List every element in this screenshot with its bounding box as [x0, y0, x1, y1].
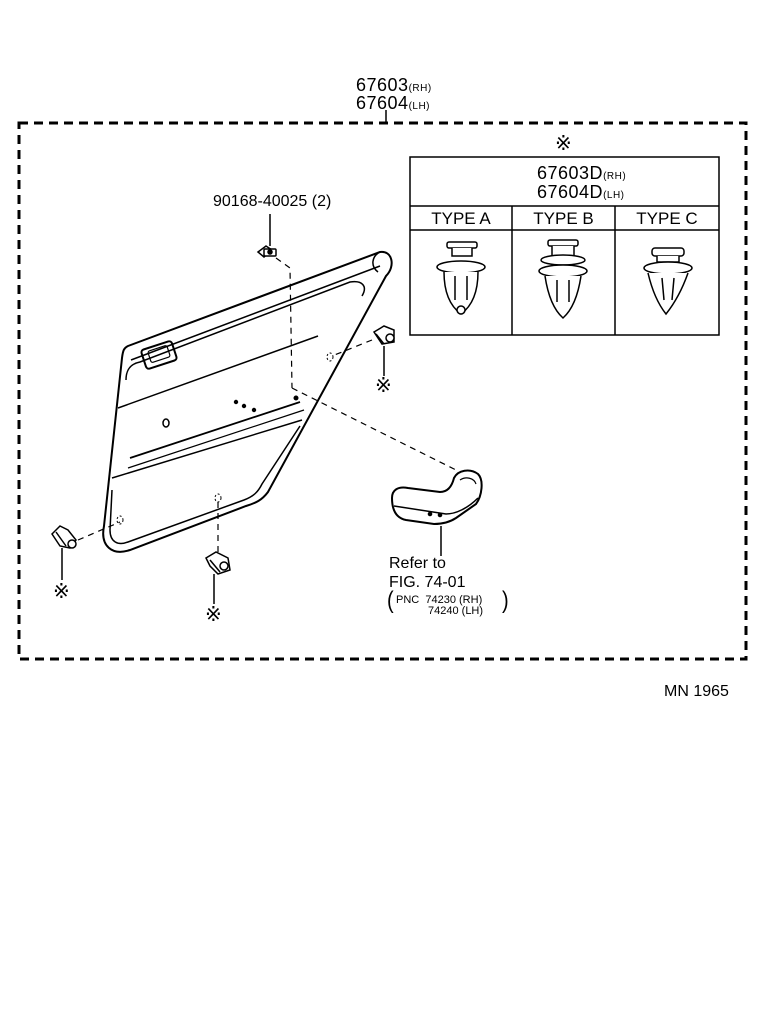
pnc-row-rh: PNC 74230 (RH)	[396, 595, 482, 606]
assembly-boundary	[17, 121, 748, 661]
assembly-suffix-lh: (LH)	[408, 101, 431, 112]
screw-part-number: 90168-40025	[213, 193, 308, 210]
pnc-row-lh: 74240 (LH)	[428, 606, 483, 617]
table-part-rh: 67603D(RH)	[537, 164, 626, 182]
type-a-header: TYPE A	[431, 209, 491, 228]
hidden-clip-marks	[116, 352, 334, 525]
clip-type-table	[409, 156, 720, 336]
table-suffix-lh: (LH)	[603, 190, 625, 201]
table-suffix-rh: (RH)	[603, 171, 627, 182]
screw-quantity: (2)	[311, 193, 332, 210]
pnc-lh-number: 74240	[428, 605, 459, 617]
figure-id: MN 1965	[664, 683, 729, 700]
clip-type-a-drawing	[436, 241, 486, 315]
pnc-rh-number: 74230	[425, 594, 456, 606]
clip-left-drawing	[51, 525, 77, 549]
door-trim-board	[102, 250, 393, 553]
armrest-ref-line2: FIG. 74-01	[389, 574, 466, 591]
armrest-drawing	[390, 469, 483, 526]
pnc-rh-suffix: (RH)	[459, 594, 483, 606]
table-part-lh: 67604D(LH)	[537, 183, 625, 201]
clip-left-mark: ※	[53, 581, 70, 603]
assembly-part-lh-number: 67604	[356, 93, 409, 113]
clip-type-b-drawing	[538, 239, 588, 320]
assembly-part-lh: 67604(LH)	[356, 94, 430, 112]
pnc-open-paren: (	[387, 587, 394, 615]
assembly-suffix-rh: (RH)	[408, 83, 432, 94]
assembly-part-rh-number: 67603	[356, 75, 409, 95]
type-b-header: TYPE B	[533, 209, 594, 228]
clip-bottom-drawing	[205, 551, 231, 575]
leader-lines	[77, 257, 457, 552]
solid-leaders	[61, 214, 442, 604]
clip-bottom-mark: ※	[205, 604, 222, 626]
screw-top-drawing	[256, 245, 277, 258]
table-part-rh-number: 67603D	[537, 163, 604, 183]
screw-label: 90168-40025 (2)	[213, 194, 331, 210]
type-c-header: TYPE C	[636, 209, 698, 228]
clip-type-c-drawing	[643, 247, 693, 316]
pnc-lh-suffix: (LH)	[461, 605, 484, 617]
clip-right-drawing	[372, 325, 395, 345]
clip-right-mark: ※	[375, 375, 392, 397]
pnc-close-paren: )	[502, 587, 509, 615]
assembly-part-rh: 67603(RH)	[356, 76, 432, 94]
table-part-lh-number: 67604D	[537, 182, 604, 202]
pnc-label: PNC	[396, 594, 420, 606]
armrest-ref-line1: Refer to	[389, 555, 446, 572]
table-note-mark: ※	[555, 133, 572, 155]
